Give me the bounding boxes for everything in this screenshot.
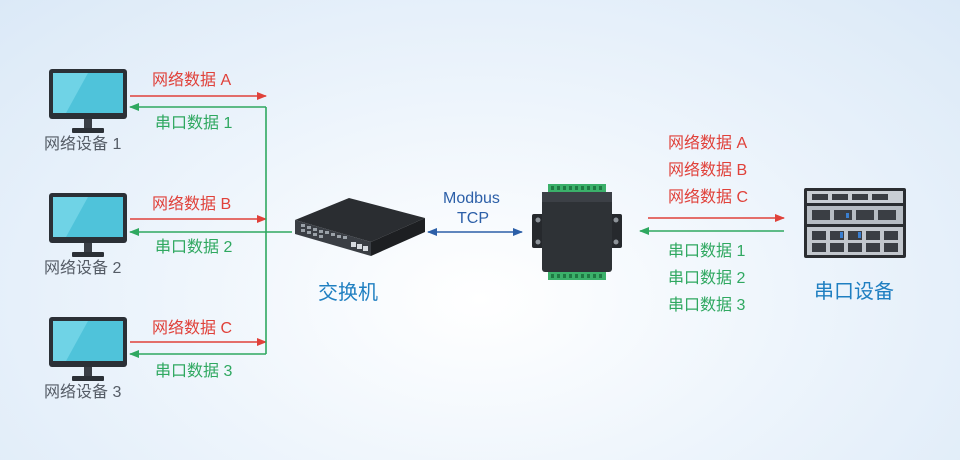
monitor-icon xyxy=(49,193,127,257)
right-serial-data-2: 串口数据 2 xyxy=(668,270,746,287)
computer-3-serial-data-label: 串口数据 3 xyxy=(155,363,233,380)
network-switch-icon xyxy=(295,198,425,256)
right-serial-data-1: 串口数据 1 xyxy=(668,243,746,260)
computer-3-network-data-label: 网络数据 C xyxy=(152,320,233,337)
serial-server-icon xyxy=(532,184,622,280)
right-serial-data-3: 串口数据 3 xyxy=(668,297,746,314)
rack-server-icon xyxy=(804,188,906,258)
computer-2-network-data-label: 网络数据 B xyxy=(152,196,232,213)
monitor-icon xyxy=(49,317,127,381)
computer-1-name: 网络设备 1 xyxy=(44,136,122,153)
right-network-data-b: 网络数据 B xyxy=(668,162,748,179)
right-network-data-c: 网络数据 C xyxy=(668,189,749,206)
computer-1-network-data-label: 网络数据 A xyxy=(152,72,232,89)
computer-3-name: 网络设备 3 xyxy=(44,384,122,401)
switch-label: 交换机 xyxy=(318,282,378,304)
computer-2-serial-data-label: 串口数据 2 xyxy=(155,239,233,256)
computer-2-name: 网络设备 2 xyxy=(44,260,122,277)
serial-device-label: 串口设备 xyxy=(814,281,894,303)
right-network-data-a: 网络数据 A xyxy=(668,135,748,152)
protocol-label-line2: TCP xyxy=(457,210,489,227)
protocol-label-line1: Modbus xyxy=(443,190,500,207)
monitor-icon xyxy=(49,69,127,133)
computer-1-serial-data-label: 串口数据 1 xyxy=(155,115,233,132)
